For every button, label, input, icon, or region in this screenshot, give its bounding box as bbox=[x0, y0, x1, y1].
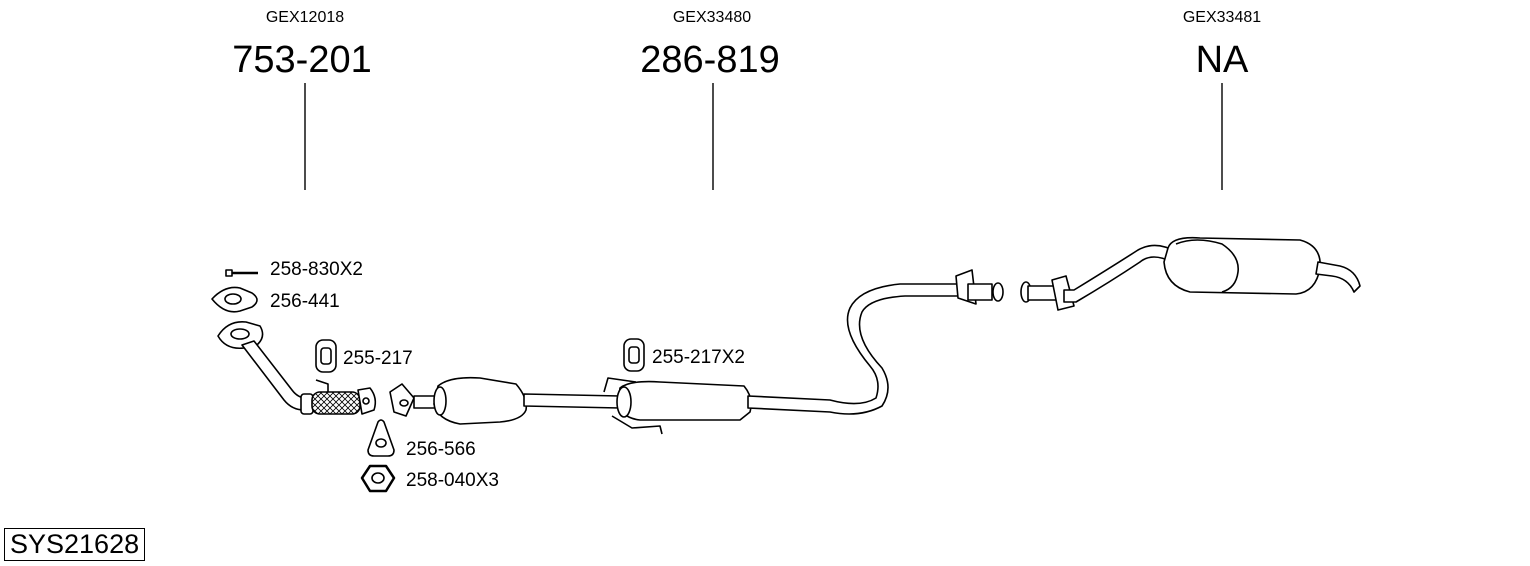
part-label-rubber-mount: 255-217 bbox=[343, 348, 413, 369]
rubber-mount-x2-icon bbox=[623, 338, 645, 372]
part-label-rubber-mount-x2: 255-217X2 bbox=[652, 347, 745, 368]
flange-front-icon bbox=[389, 383, 415, 417]
part-label-gasket-flange: 256-566 bbox=[406, 439, 476, 460]
rear-section-icon bbox=[1020, 236, 1361, 311]
group-code-middle: GEX33480 bbox=[672, 9, 752, 26]
part-label-gasket-front: 256-441 bbox=[270, 291, 340, 312]
gasket-front-icon bbox=[211, 286, 258, 313]
rubber-mount-icon bbox=[315, 339, 337, 373]
group-number-front: 753-201 bbox=[232, 39, 372, 81]
bolt-icon bbox=[225, 269, 258, 277]
group-number-rear: NA bbox=[1195, 39, 1249, 81]
system-id-box: SYS21628 bbox=[4, 528, 146, 561]
gasket-flange-icon bbox=[367, 419, 395, 457]
group-number-middle: 286-819 bbox=[640, 39, 780, 81]
nut-icon bbox=[360, 464, 396, 493]
part-label-nut: 258-040X3 bbox=[406, 470, 499, 491]
front-pipe-icon bbox=[217, 320, 377, 415]
group-code-rear: GEX33481 bbox=[1182, 9, 1262, 26]
part-label-bolt: 258-830X2 bbox=[270, 259, 363, 280]
middle-section-icon bbox=[413, 269, 1004, 435]
group-code-front: GEX12018 bbox=[265, 9, 345, 26]
leader-lines bbox=[304, 83, 1223, 190]
